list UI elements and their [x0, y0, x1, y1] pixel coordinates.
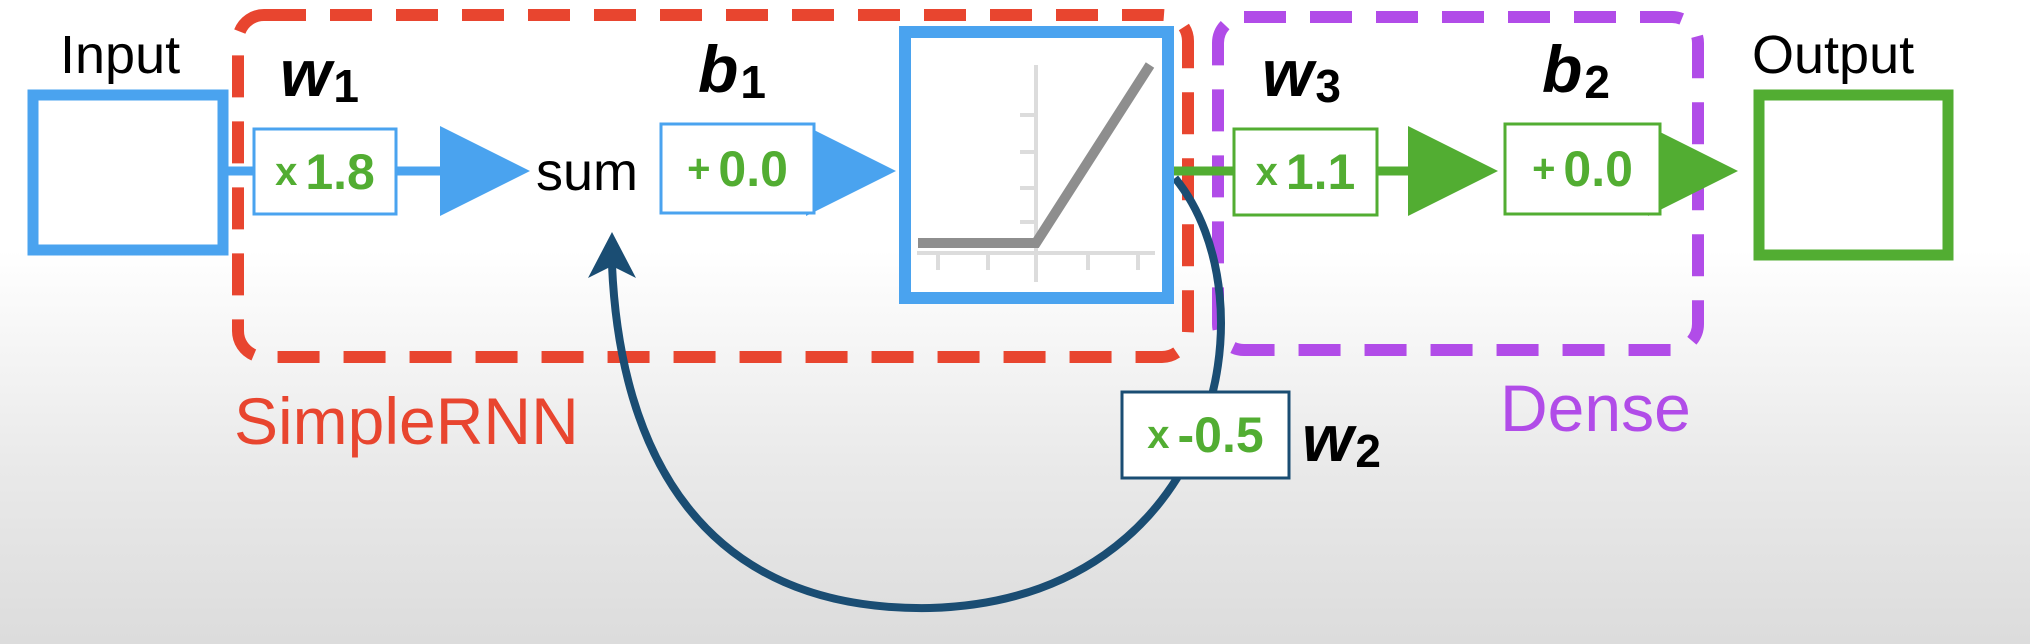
- recurrent-loop-arrow: [608, 175, 1225, 613]
- w2-symbol: w2: [1302, 401, 1381, 477]
- b1-value: +0.0: [687, 140, 788, 197]
- b2-symbol: b2: [1542, 32, 1610, 108]
- relu-activation-icon: [917, 62, 1155, 282]
- w3-symbol: w3: [1262, 36, 1341, 112]
- sum-label: sum: [536, 142, 639, 202]
- recurrent-loop-arrowhead: [588, 232, 636, 278]
- w2-value: x-0.5: [1147, 407, 1264, 463]
- output-label: Output: [1752, 25, 1915, 85]
- w1-symbol: w1: [280, 36, 359, 112]
- w1-value-box: [252, 127, 398, 216]
- dense-label: Dense: [1500, 371, 1691, 445]
- simplernn-group-border: [232, 9, 1194, 363]
- output-node: [1753, 89, 1954, 261]
- w2-value-box: [1120, 390, 1291, 480]
- w3-value-box: [1232, 127, 1379, 217]
- input-label: Input: [60, 25, 181, 85]
- simplernn-label: SimpleRNN: [234, 384, 579, 458]
- input-node: [27, 89, 229, 256]
- b1-value-box: [659, 122, 816, 215]
- b1-symbol: b1: [698, 32, 766, 108]
- b2-value-box: [1503, 122, 1662, 216]
- b2-value: +0.0: [1532, 141, 1633, 197]
